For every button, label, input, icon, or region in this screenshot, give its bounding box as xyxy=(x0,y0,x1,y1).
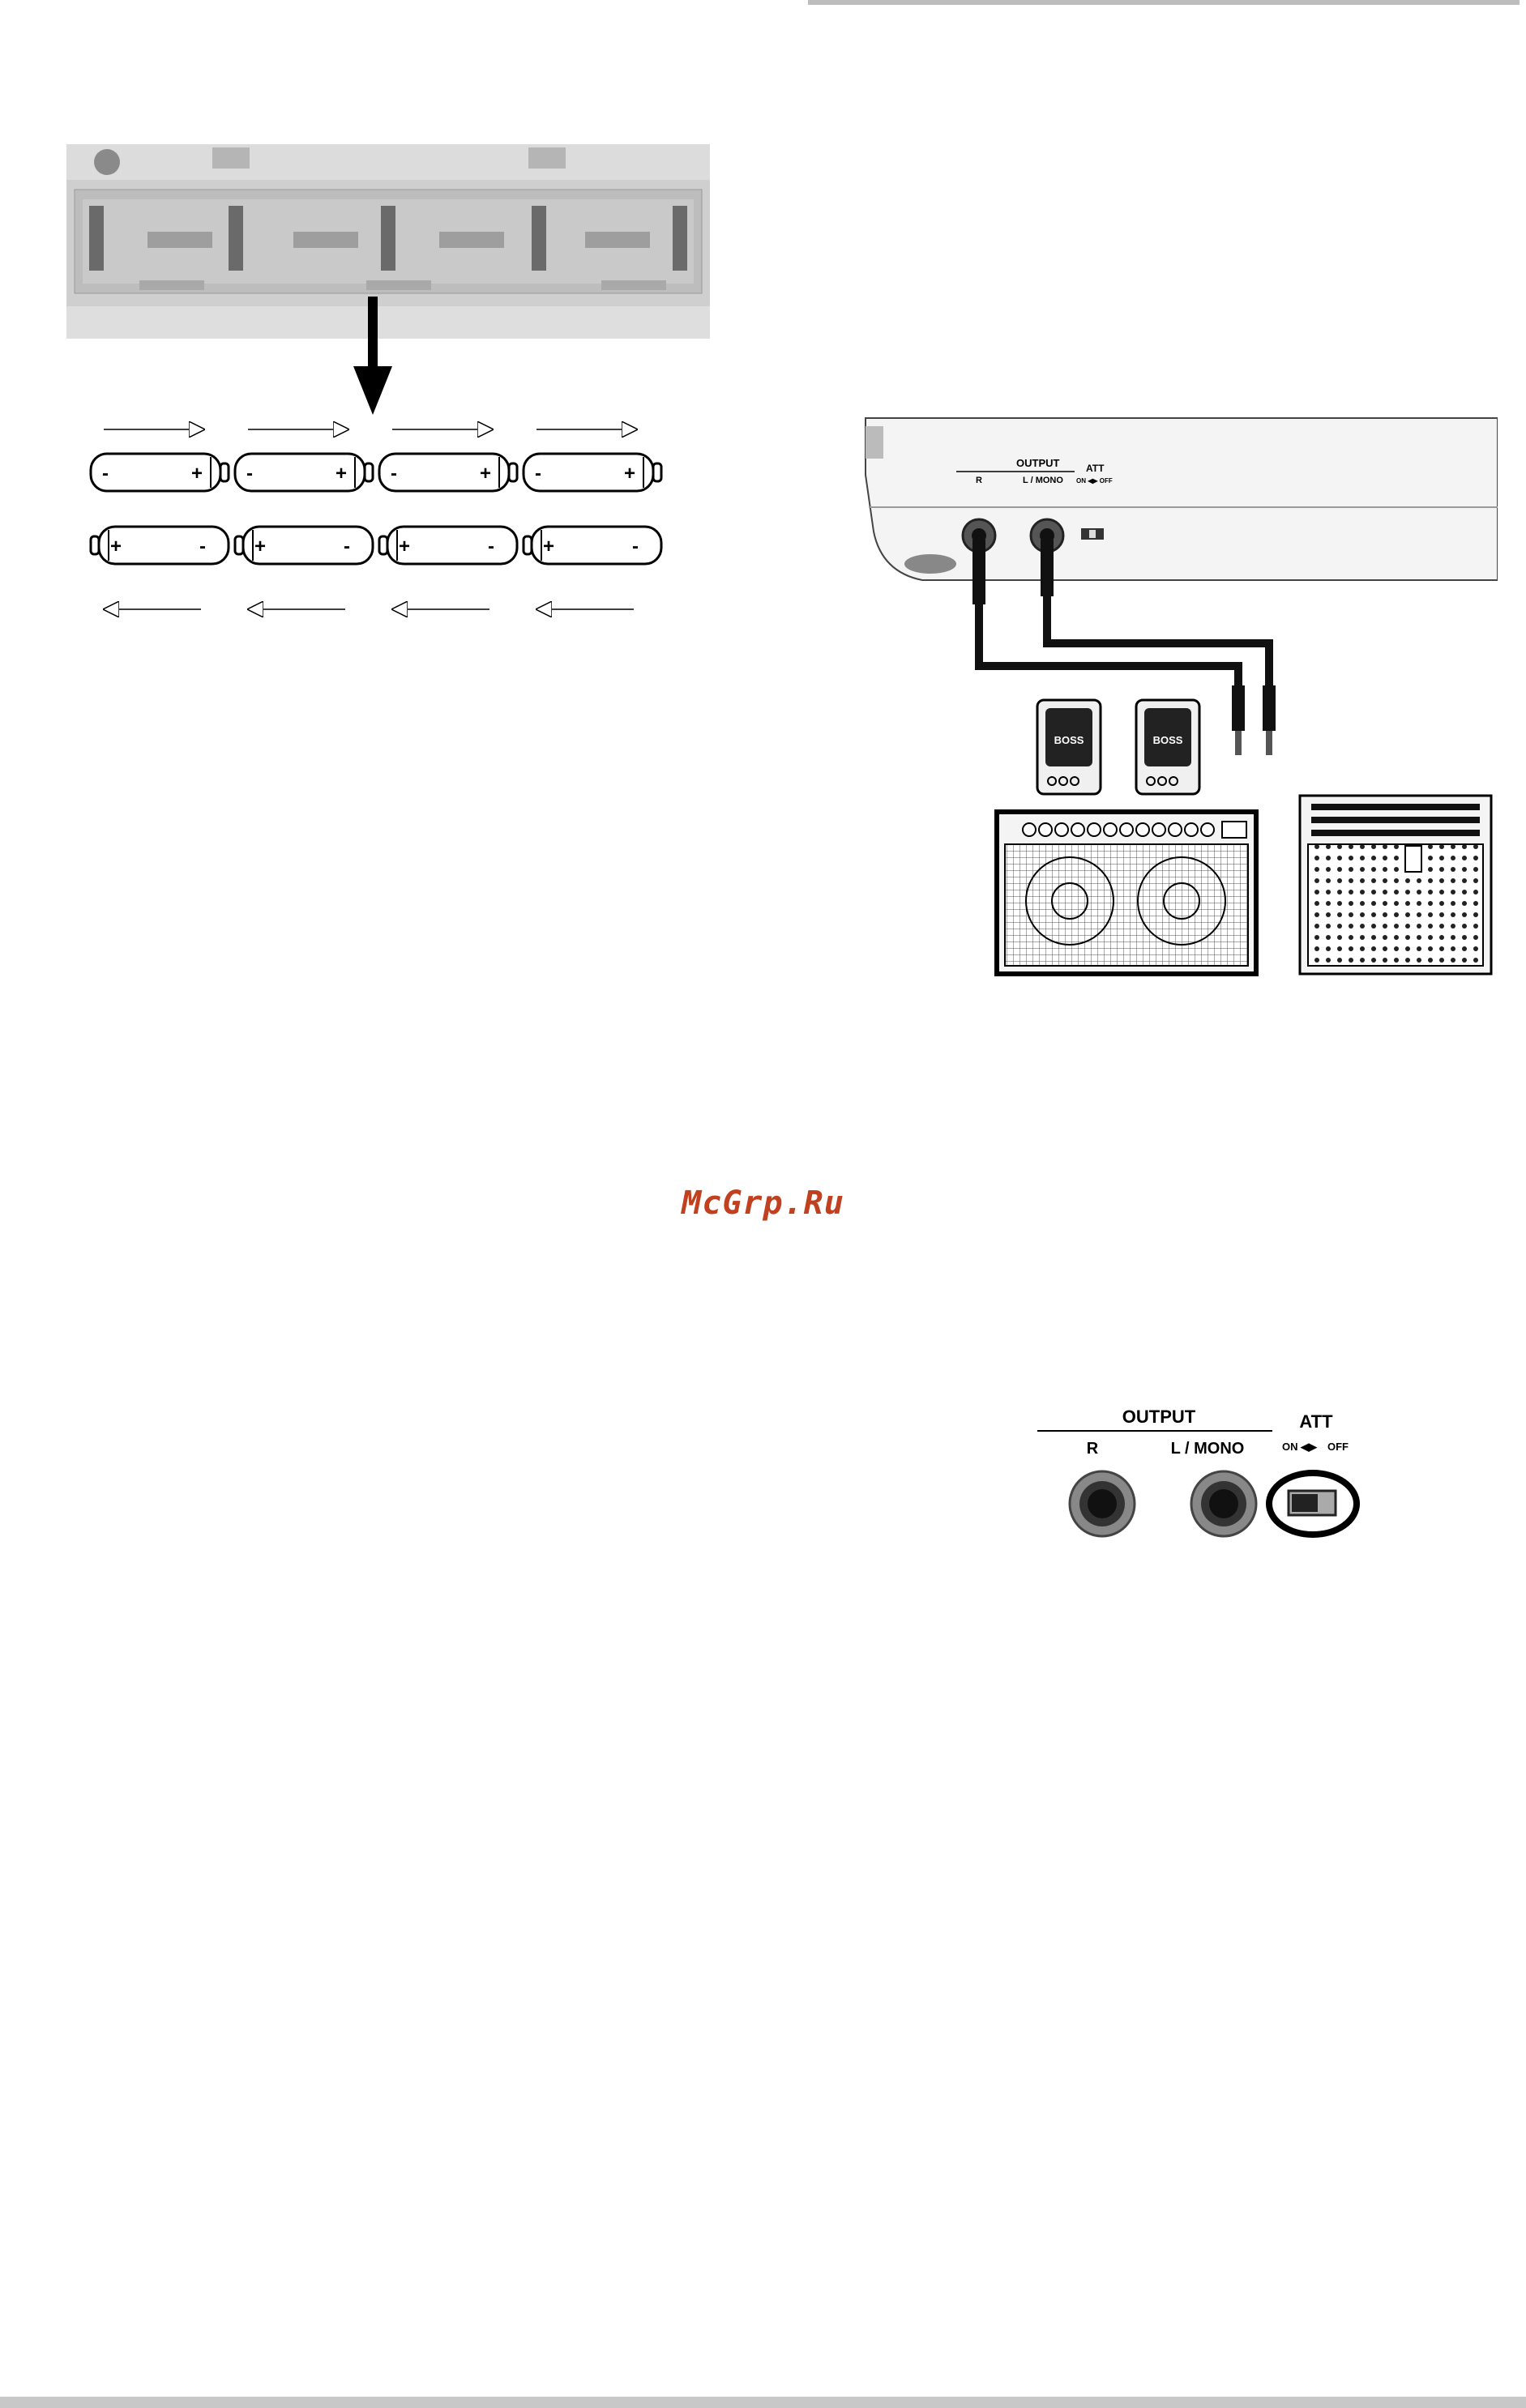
battery-icon: -+ xyxy=(379,454,517,491)
output-panel-closeup: OUTPUT R L / MONO ATT ON ◀▶ OFF xyxy=(1037,1394,1361,1539)
battery-terminal-label: - xyxy=(102,463,109,485)
att-onoff-label: ON ◀▶ OFF xyxy=(1076,477,1113,485)
panel-arrows: ◀▶ xyxy=(1300,1441,1318,1453)
battery-terminal-label: - xyxy=(246,463,253,485)
header-rule xyxy=(808,0,1520,5)
monitor-speaker-icon: BOSS xyxy=(1136,700,1199,794)
speaker-brand: BOSS xyxy=(1153,734,1183,746)
plug-icon xyxy=(1232,685,1245,731)
battery-icon: -+ xyxy=(91,454,229,491)
amplifier-icon xyxy=(997,812,1256,974)
battery-icon: -+ xyxy=(235,454,373,491)
battery-icon: -+ xyxy=(524,454,661,491)
output-connection-diagram: OUTPUT R L / MONO ATT ON ◀▶ OFF BOSS BOS… xyxy=(857,410,1498,985)
battery-terminal-label: - xyxy=(488,536,494,557)
battery-terminal-label: - xyxy=(199,536,206,557)
speaker-brand: BOSS xyxy=(1054,734,1084,746)
battery-terminal-label: - xyxy=(535,463,541,485)
lmono-label: L / MONO xyxy=(1023,476,1063,485)
battery-terminal-label: + xyxy=(543,536,554,557)
battery-orientation-diagram: -+-+-+-+ +-+-+-+- xyxy=(81,402,681,645)
panel-on-label: ON xyxy=(1282,1441,1298,1453)
r-label: R xyxy=(976,476,982,485)
battery-terminal-label: - xyxy=(344,536,350,557)
battery-terminal-label: + xyxy=(399,536,410,557)
plug-icon xyxy=(1263,685,1276,731)
monitor-speaker-icon: BOSS xyxy=(1037,700,1101,794)
battery-terminal-label: + xyxy=(254,536,266,557)
battery-terminal-label: + xyxy=(480,463,491,485)
battery-icon: +- xyxy=(379,527,517,564)
battery-icon: +- xyxy=(91,527,229,564)
battery-terminal-label: - xyxy=(632,536,639,557)
mixer-icon xyxy=(1300,796,1491,974)
lmono-jack-icon xyxy=(1191,1471,1256,1536)
battery-terminal-label: + xyxy=(110,536,122,557)
panel-lmono-label: L / MONO xyxy=(1171,1440,1245,1458)
att-label: ATT xyxy=(1086,463,1105,474)
battery-terminal-label: + xyxy=(191,463,203,485)
battery-icon: +- xyxy=(524,527,661,564)
att-switch-icon xyxy=(1269,1473,1357,1535)
battery-terminal-label: + xyxy=(624,463,635,485)
insert-arrow-icon xyxy=(348,297,397,416)
watermark: McGrp.Ru xyxy=(0,1185,1526,1222)
panel-att-label: ATT xyxy=(1299,1411,1333,1432)
panel-r-label: R xyxy=(1087,1440,1099,1458)
footer-rule xyxy=(0,2397,1526,2408)
output-label: OUTPUT xyxy=(1016,457,1060,469)
panel-off-label: OFF xyxy=(1327,1441,1349,1453)
r-jack-icon xyxy=(1070,1471,1135,1536)
panel-output-label: OUTPUT xyxy=(1122,1407,1196,1427)
battery-terminal-label: - xyxy=(391,463,397,485)
battery-terminal-label: + xyxy=(336,463,347,485)
battery-icon: +- xyxy=(235,527,373,564)
